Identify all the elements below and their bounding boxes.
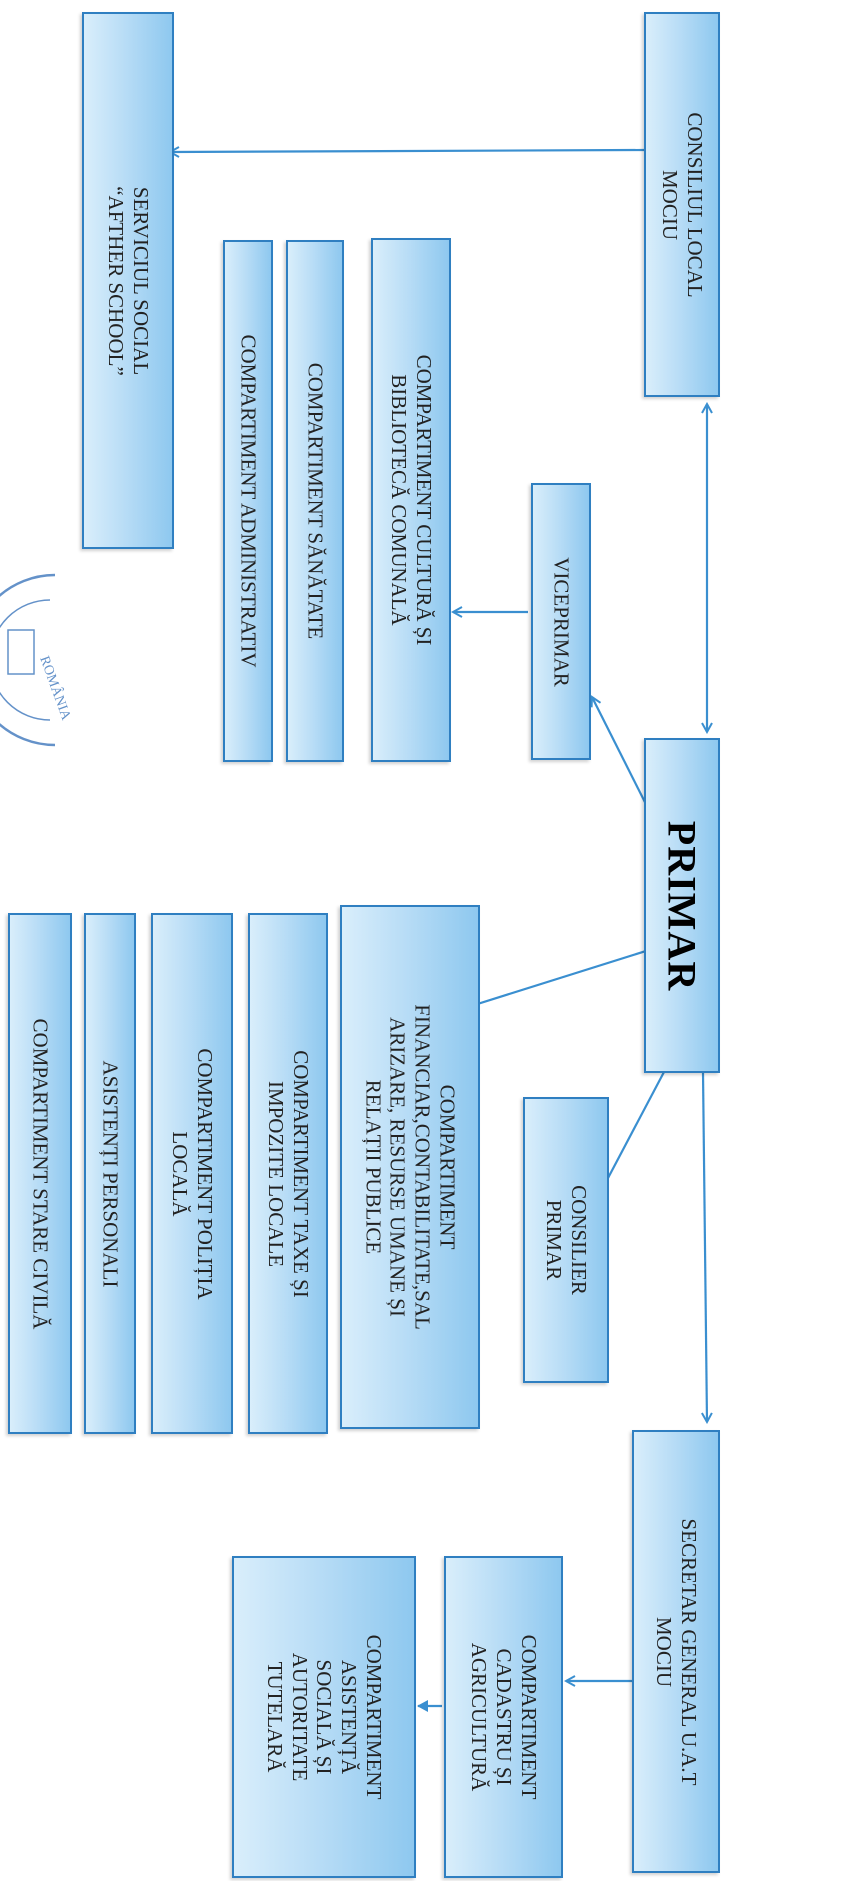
politia-line-1: COMPARTIMENT POLIȚIA [192, 1047, 217, 1300]
cultura-line-1: COMPARTIMENT CULTURĂ ȘI [411, 354, 436, 646]
financiar-line-4: RELAȚII PUBLICE [361, 1079, 386, 1255]
primar-box: PRIMAR [644, 738, 720, 1073]
secretar-box: SECRETAR GENERAL U.A.T MOCIU [632, 1430, 720, 1873]
consilier-line-1: CONSILIER [566, 1185, 591, 1295]
politia-box: COMPARTIMENT POLIȚIA LOCALĂ [151, 913, 233, 1434]
consilier-line-2: PRIMAR [542, 1199, 566, 1281]
asistenta-sociala-line-3: SOCIALĂ ȘI [312, 1659, 337, 1775]
connector-primar-to-financiar [452, 943, 666, 1012]
asistenta-sociala-box: COMPARTIMENT ASISTENȚĂ SOCIALĂ ȘI AUTORI… [232, 1556, 416, 1878]
viceprimar-line-1: VICEPRIMAR [549, 556, 574, 687]
serviciul-social-line-1: SERVICIUL SOCIAL [128, 186, 153, 375]
financiar-line-1: COMPARTIMENT [435, 1084, 460, 1250]
consiliul-local-line-1: CONSILIUL LOCAL [682, 111, 707, 298]
connector-primar-to-consilier [598, 1071, 665, 1197]
primar-title: PRIMAR [659, 820, 705, 991]
cadastru-line-3: AGRICULTURĂ [467, 1642, 492, 1792]
cadastru-line-1: COMPARTIMENT [516, 1634, 541, 1800]
asistenta-sociala-line-2: ASISTENȚĂ [337, 1659, 362, 1775]
asistenti-box: ASISTENȚI PERSONALI [84, 913, 136, 1434]
secretar-line-2: MOCIU [652, 1616, 676, 1687]
cultura-line-2: BIBLIOTECĂ COMUNALĂ [387, 374, 411, 626]
connector-primar-to-secretar [703, 1071, 707, 1422]
asistenta-sociala-line-4: AUTORITATE [287, 1652, 312, 1782]
serviciul-social-box: SERVICIUL SOCIAL “AFTHER SCHOOL” [82, 12, 174, 549]
consiliul-local-box: CONSILIUL LOCAL MOCIU [644, 12, 720, 397]
stare-civila-line-1: COMPARTIMENT STARE CIVILĂ [28, 1018, 53, 1329]
politia-line-2: LOCALĂ [168, 1130, 192, 1217]
stare-civila-box: COMPARTIMENT STARE CIVILĂ [8, 913, 72, 1434]
taxe-box: COMPARTIMENT TAXE ȘI IMPOZITE LOCALE [248, 913, 328, 1434]
cadastru-line-2: CADASTRU ȘI [491, 1648, 516, 1786]
asistenta-sociala-line-5: TUTELARĂ [262, 1661, 287, 1773]
sanatate-box: COMPARTIMENT SĂNĂTATE [286, 240, 344, 762]
seal-text: ROMÂNIA [36, 654, 75, 724]
round-seal: ROMÂNIA [0, 573, 75, 747]
asistenti-line-1: ASISTENȚI PERSONALI [98, 1060, 123, 1287]
consiliul-local-line-2: MOCIU [658, 169, 682, 240]
sanatate-line-1: COMPARTIMENT SĂNĂTATE [303, 362, 328, 640]
cultura-box: COMPARTIMENT CULTURĂ ȘI BIBLIOTECĂ COMUN… [371, 238, 451, 762]
viceprimar-box: VICEPRIMAR [531, 483, 591, 760]
serviciul-social-line-2: “AFTHER SCHOOL” [104, 185, 128, 376]
secretar-line-1: SECRETAR GENERAL U.A.T [676, 1517, 701, 1786]
consilier-box: CONSILIER PRIMAR [523, 1097, 609, 1383]
asistenta-sociala-line-1: COMPARTIMENT [361, 1634, 386, 1800]
cadastru-box: COMPARTIMENT CADASTRU ȘI AGRICULTURĂ [444, 1556, 563, 1878]
financiar-box: COMPARTIMENT FINANCIAR,CONTABILITATE,SAL… [340, 905, 480, 1429]
administrativ-box: COMPARTIMENT ADMINISTRATIV [223, 240, 273, 762]
financiar-line-2: FINANCIAR,CONTABILITATE,SAL [410, 1004, 435, 1330]
taxe-line-2: IMPOZITE LOCALE [264, 1080, 288, 1267]
taxe-line-1: COMPARTIMENT TAXE ȘI [288, 1049, 313, 1298]
financiar-line-3: ARIZARE, RESURSE UMANE ȘI [386, 1017, 410, 1317]
connector-consiliu-to-serviciul-social [170, 150, 645, 152]
administrativ-line-1: COMPARTIMENT ADMINISTRATIV [236, 334, 261, 668]
